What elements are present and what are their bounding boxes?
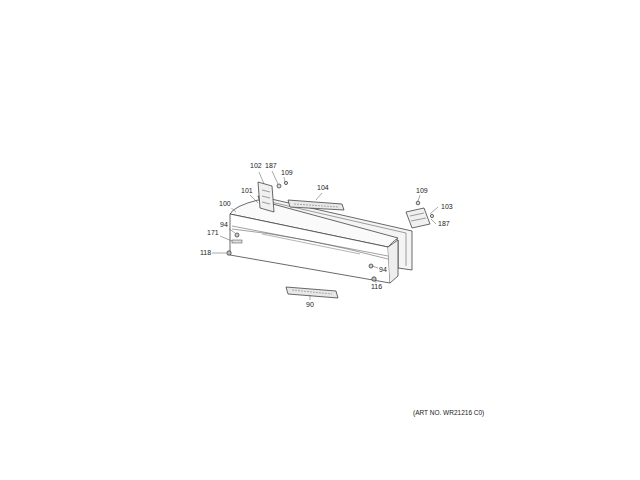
callout-number: 100 xyxy=(218,200,232,208)
art-number-note: (ART NO. WR21216 C0) xyxy=(412,409,485,417)
callout-number: 109 xyxy=(280,169,294,177)
callout-number: 116 xyxy=(370,283,383,291)
callout-number: 103 xyxy=(440,203,454,211)
callout-number: 187 xyxy=(437,220,451,228)
callout-number: 102 xyxy=(249,162,263,170)
callout-number: 171 xyxy=(206,229,220,237)
callout-number: 90 xyxy=(305,301,315,309)
callout-number: 109 xyxy=(415,187,429,195)
callout-number: 94 xyxy=(378,266,388,274)
callout-number: 118 xyxy=(199,249,212,257)
callout-number: 104 xyxy=(316,184,330,192)
callout-number: 101 xyxy=(240,187,254,195)
callout-number: 187 xyxy=(264,162,278,170)
callout-number: 94 xyxy=(219,221,229,229)
